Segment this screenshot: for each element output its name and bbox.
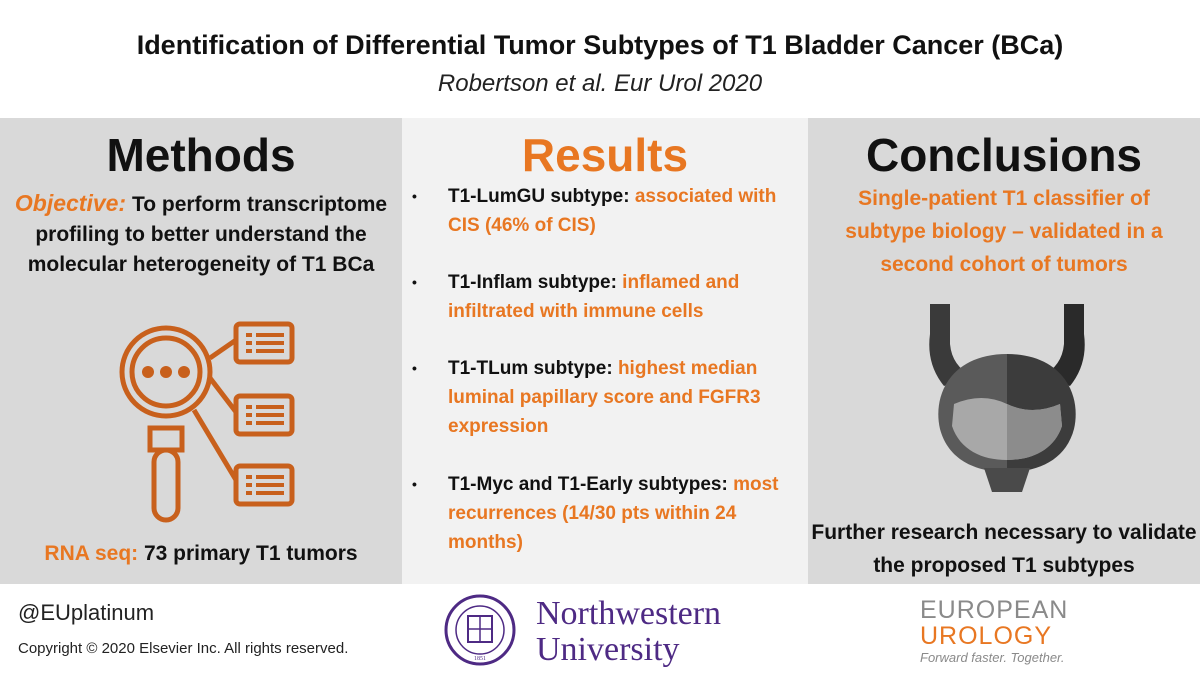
copyright-text: Copyright © 2020 Elsevier Inc. All right… <box>18 640 349 657</box>
svg-text:1851: 1851 <box>474 656 486 662</box>
result-lead: T1-Inflam subtype: <box>448 272 617 293</box>
result-lead: T1-LumGU subtype: <box>448 186 630 207</box>
result-detail: highest median luminal papillary score a… <box>448 358 761 437</box>
european-urology-logo: EUROPEAN UROLOGY Forward faster. Togethe… <box>920 596 1130 666</box>
journal-name-line2: UROLOGY <box>920 622 1053 650</box>
conclusions-panel: Conclusions Single-patient T1 classifier… <box>808 118 1200 584</box>
result-lead: T1-Myc and T1-Early subtypes: <box>448 474 728 495</box>
bladder-icon <box>929 304 1085 492</box>
header: Identification of Differential Tumor Sub… <box>0 0 1200 118</box>
citation: Robertson et al. Eur Urol 2020 <box>437 70 763 97</box>
methods-heading: Methods <box>106 129 296 181</box>
objective-label: Objective: <box>14 190 127 216</box>
magnifier-documents-icon <box>119 321 295 523</box>
university-name-line1: Northwestern <box>536 595 722 632</box>
northwestern-seal-logo: 1851 <box>444 594 516 666</box>
result-detail: most recurrences (14/30 pts within 24 mo… <box>448 474 779 553</box>
results-heading: Results <box>521 129 689 181</box>
objective-text: Objective: To perform transcriptome prof… <box>10 188 392 280</box>
further-research-text: Further research necessary to validate t… <box>811 521 1197 577</box>
journal-name-line1: EUROPEAN <box>920 596 1069 624</box>
rnaseq-summary: RNA seq: 73 primary T1 tumors <box>0 542 402 566</box>
northwestern-university-logo: Northwestern University <box>536 596 721 668</box>
twitter-handle: @EUplatinum <box>18 600 155 625</box>
bullet: • <box>412 476 417 492</box>
methods-panel: Methods Objective: To perform transcript… <box>0 118 402 584</box>
rnaseq-label: RNA seq: <box>44 542 139 565</box>
result-detail: inflamed and infiltrated with immune cel… <box>448 272 740 322</box>
result-lead: T1-TLum subtype: <box>448 358 613 379</box>
journal-tagline: Forward faster. Together. <box>920 650 1065 665</box>
bullet: • <box>412 274 417 290</box>
rnaseq-text: 73 primary T1 tumors <box>138 542 358 565</box>
results-panel: Results • T1-LumGU subtype: associated w… <box>402 118 808 584</box>
conclusion-summary: Single-patient T1 classifier of subtype … <box>845 187 1163 276</box>
bullet: • <box>412 188 417 204</box>
result-detail: associated with CIS (46% of CIS) <box>448 186 777 236</box>
conclusions-heading: Conclusions <box>865 129 1143 181</box>
objective-body: To perform transcriptome profiling to be… <box>27 193 388 276</box>
bullet: • <box>412 360 417 376</box>
university-name-line2: University <box>536 631 680 668</box>
page-title: Identification of Differential Tumor Sub… <box>136 30 1064 60</box>
